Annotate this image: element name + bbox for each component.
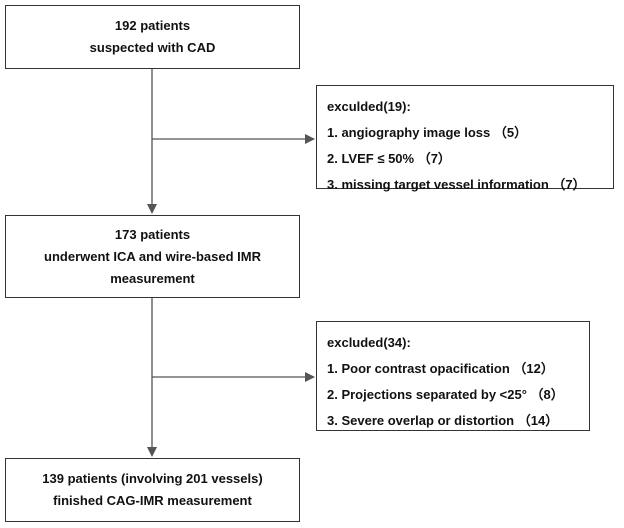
exclusion-box-2: excluded(34): 1. Poor contrast opacifica…: [316, 321, 590, 431]
icа-imr-patients-description: underwent ICA and wire-based IMR: [44, 248, 261, 264]
final-patients-box: 139 patients (involving 201 vessels) fin…: [5, 458, 300, 522]
icа-imr-patients-box: 173 patients underwent ICA and wire-base…: [5, 215, 300, 298]
exclusion-1-title: exculded(19):: [327, 99, 411, 114]
final-patients-description: finished CAG-IMR measurement: [53, 493, 252, 508]
exclusion-1-item: 3. missing target vessel information （7）: [327, 177, 586, 192]
exclusion-2-item: 1. Poor contrast opacification （12）: [327, 361, 554, 376]
icа-imr-patients-count: 173 patients: [114, 226, 191, 242]
exclusion-1-item: 2. LVEF ≤ 50% （7）: [327, 151, 451, 166]
exclusion-1-item: 1. angiography image loss （5）: [327, 125, 528, 140]
exclusion-2-item: 3. Severe overlap or distortion （14）: [327, 413, 559, 428]
initial-patients-count: 192 patients: [114, 18, 191, 33]
exclusion-box-1: exculded(19): 1. angiography image loss …: [316, 85, 614, 192]
exclusion-2-item: 2. Projections separated by <25° （8）: [327, 387, 564, 402]
initial-patients-description: suspected with CAD: [89, 40, 216, 55]
final-patients-count: 139 patients (involving 201 vessels): [42, 471, 263, 486]
exclusion-2-title: excluded(34):: [327, 335, 411, 350]
icа-imr-patients-description-cont: measurement: [110, 270, 195, 286]
initial-patients-box: 192 patients suspected with CAD: [5, 5, 300, 69]
